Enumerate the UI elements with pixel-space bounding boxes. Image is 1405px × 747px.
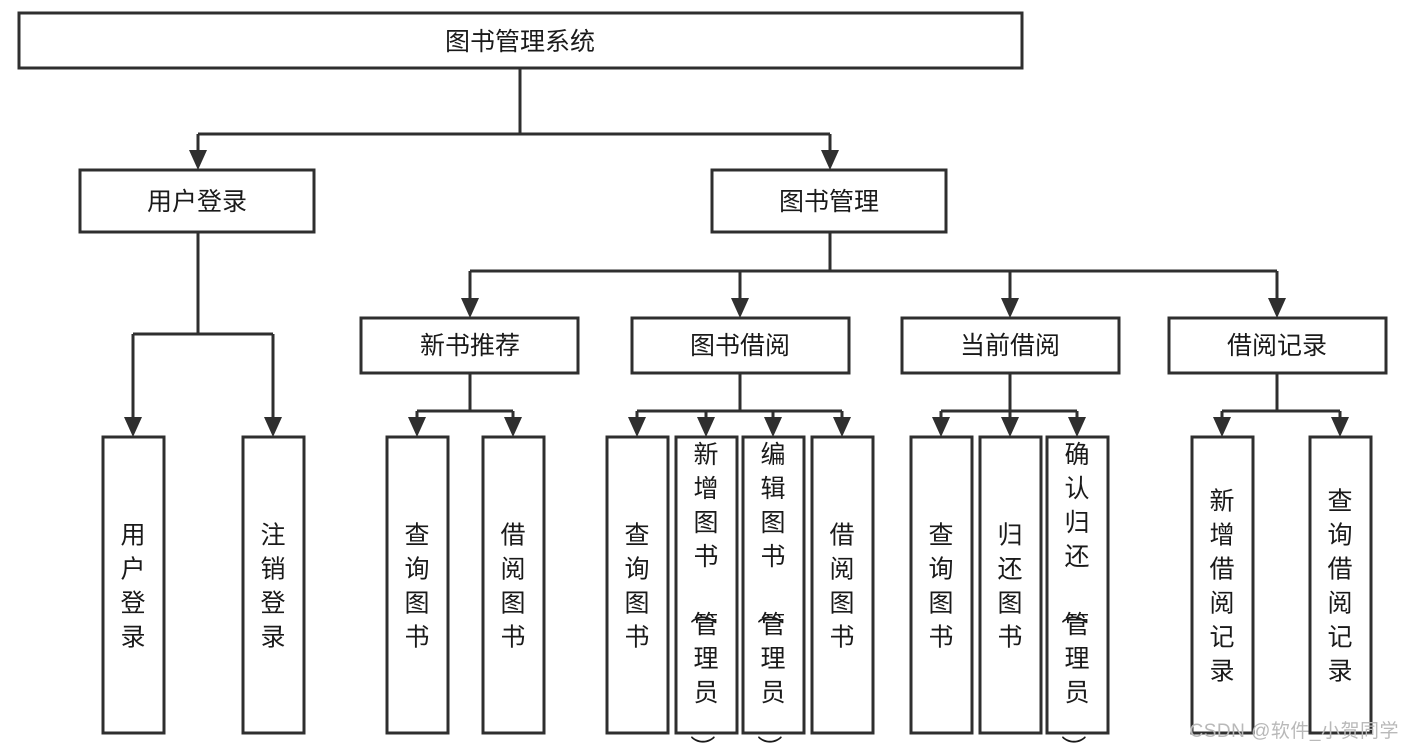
node-current-borrow-label: 当前借阅 <box>960 332 1060 360</box>
node-new-book-recommend-label: 新书推荐 <box>420 332 520 360</box>
node-book-borrow-label: 图书借阅 <box>690 332 790 360</box>
node-leaf-query-record-box[interactable] <box>1308 435 1373 735</box>
arrowhead-leaf-query-book-1 <box>408 417 426 437</box>
node-user-login[interactable]: 用户登录 <box>78 168 316 234</box>
node-user-login-label: 用户登录 <box>147 188 247 216</box>
node-leaf-add-book[interactable]: 新增图书（管理员） <box>674 435 739 747</box>
arrowhead-leaf-query-book-3 <box>932 417 950 437</box>
node-leaf-edit-book[interactable]: 编辑图书（管理员） <box>741 435 806 747</box>
node-leaf-borrow-book-1[interactable]: 借阅图书 <box>481 435 546 735</box>
node-book-borrow[interactable]: 图书借阅 <box>630 316 851 375</box>
node-root[interactable]: 图书管理系统 <box>17 11 1024 70</box>
node-leaf-return-book-label: 归还图书 <box>997 522 1022 652</box>
node-user-login-box[interactable] <box>78 168 316 234</box>
arrowhead-leaf-return-book <box>1001 417 1019 437</box>
node-leaf-borrow-book-1-box[interactable] <box>481 435 546 735</box>
node-leaf-query-book-3-label: 查询图书 <box>928 522 953 652</box>
node-book-borrow-box[interactable] <box>630 316 851 375</box>
node-leaf-confirm-return-box[interactable] <box>1045 435 1110 735</box>
arrowhead-leaf-query-record <box>1331 417 1349 437</box>
node-leaf-user-login-label: 用户登录 <box>120 522 145 652</box>
node-leaf-confirm-return-label: 确认归还（管理员） <box>1058 441 1089 747</box>
arrowhead-new-book-recommend <box>461 298 479 318</box>
node-borrow-record-box[interactable] <box>1167 316 1388 375</box>
node-leaf-edit-book-box[interactable] <box>741 435 806 735</box>
arrowhead-leaf-user-login <box>124 417 142 437</box>
node-leaf-logout-box[interactable] <box>241 435 306 735</box>
node-current-borrow-box[interactable] <box>900 316 1121 375</box>
node-leaf-user-login[interactable]: 用户登录 <box>101 435 166 735</box>
arrowhead-leaf-confirm-return <box>1068 417 1086 437</box>
arrowhead-book-borrow <box>731 298 749 318</box>
node-root-box[interactable] <box>17 11 1024 70</box>
arrowhead-leaf-add-book <box>697 417 715 437</box>
node-leaf-return-book-box[interactable] <box>978 435 1043 735</box>
node-leaf-add-book-box[interactable] <box>674 435 739 735</box>
node-leaf-query-book-1-box[interactable] <box>385 435 450 735</box>
arrowhead-user-login <box>189 150 207 170</box>
node-book-manage[interactable]: 图书管理 <box>710 168 948 234</box>
node-leaf-return-book[interactable]: 归还图书 <box>978 435 1043 735</box>
node-leaf-query-book-2[interactable]: 查询图书 <box>605 435 670 735</box>
node-borrow-record-label: 借阅记录 <box>1227 332 1327 360</box>
node-leaf-edit-book-label: 编辑图书（管理员） <box>754 441 785 747</box>
arrowhead-leaf-logout <box>264 417 282 437</box>
node-current-borrow[interactable]: 当前借阅 <box>900 316 1121 375</box>
arrowhead-book-manage <box>821 150 839 170</box>
node-leaf-add-record[interactable]: 新增借阅记录 <box>1190 435 1255 735</box>
node-book-manage-label: 图书管理 <box>779 188 879 216</box>
arrowhead-borrow-record <box>1268 298 1286 318</box>
node-leaf-add-book-label: 新增图书（管理员） <box>687 441 718 747</box>
arrowhead-leaf-add-record <box>1213 417 1231 437</box>
node-leaf-logout-label: 注销登录 <box>260 522 285 652</box>
node-leaf-query-record-label: 查询借阅记录 <box>1327 488 1352 686</box>
node-leaf-borrow-book-1-label: 借阅图书 <box>500 522 525 652</box>
node-leaf-query-book-3-box[interactable] <box>909 435 974 735</box>
node-new-book-recommend[interactable]: 新书推荐 <box>359 316 580 375</box>
node-new-book-recommend-box[interactable] <box>359 316 580 375</box>
node-leaf-add-record-label: 新增借阅记录 <box>1209 488 1234 686</box>
node-leaf-confirm-return[interactable]: 确认归还（管理员） <box>1045 435 1110 747</box>
node-leaf-query-book-2-box[interactable] <box>605 435 670 735</box>
arrowhead-leaf-query-book-2 <box>628 417 646 437</box>
node-leaf-borrow-book-2[interactable]: 借阅图书 <box>810 435 875 735</box>
csdn-watermark: CSDN @软件_小贺同学 <box>1189 721 1399 742</box>
node-leaf-query-book-3[interactable]: 查询图书 <box>909 435 974 735</box>
arrowhead-current-borrow <box>1001 298 1019 318</box>
node-borrow-record[interactable]: 借阅记录 <box>1167 316 1388 375</box>
connectors <box>124 68 1349 437</box>
arrowhead-leaf-borrow-book-1 <box>504 417 522 437</box>
node-leaf-borrow-book-2-label: 借阅图书 <box>829 522 854 652</box>
node-leaf-add-record-box[interactable] <box>1190 435 1255 735</box>
node-leaf-borrow-book-2-box[interactable] <box>810 435 875 735</box>
node-leaf-query-record[interactable]: 查询借阅记录 <box>1308 435 1373 735</box>
node-leaf-query-book-1[interactable]: 查询图书 <box>385 435 450 735</box>
node-leaf-user-login-box[interactable] <box>101 435 166 735</box>
node-leaf-logout[interactable]: 注销登录 <box>241 435 306 735</box>
node-leaf-query-book-2-label: 查询图书 <box>624 522 649 652</box>
node-book-manage-box[interactable] <box>710 168 948 234</box>
node-leaf-query-book-1-label: 查询图书 <box>404 522 429 652</box>
arrowhead-leaf-edit-book <box>764 417 782 437</box>
node-root-label: 图书管理系统 <box>445 28 595 56</box>
arrowhead-leaf-borrow-book-2 <box>833 417 851 437</box>
